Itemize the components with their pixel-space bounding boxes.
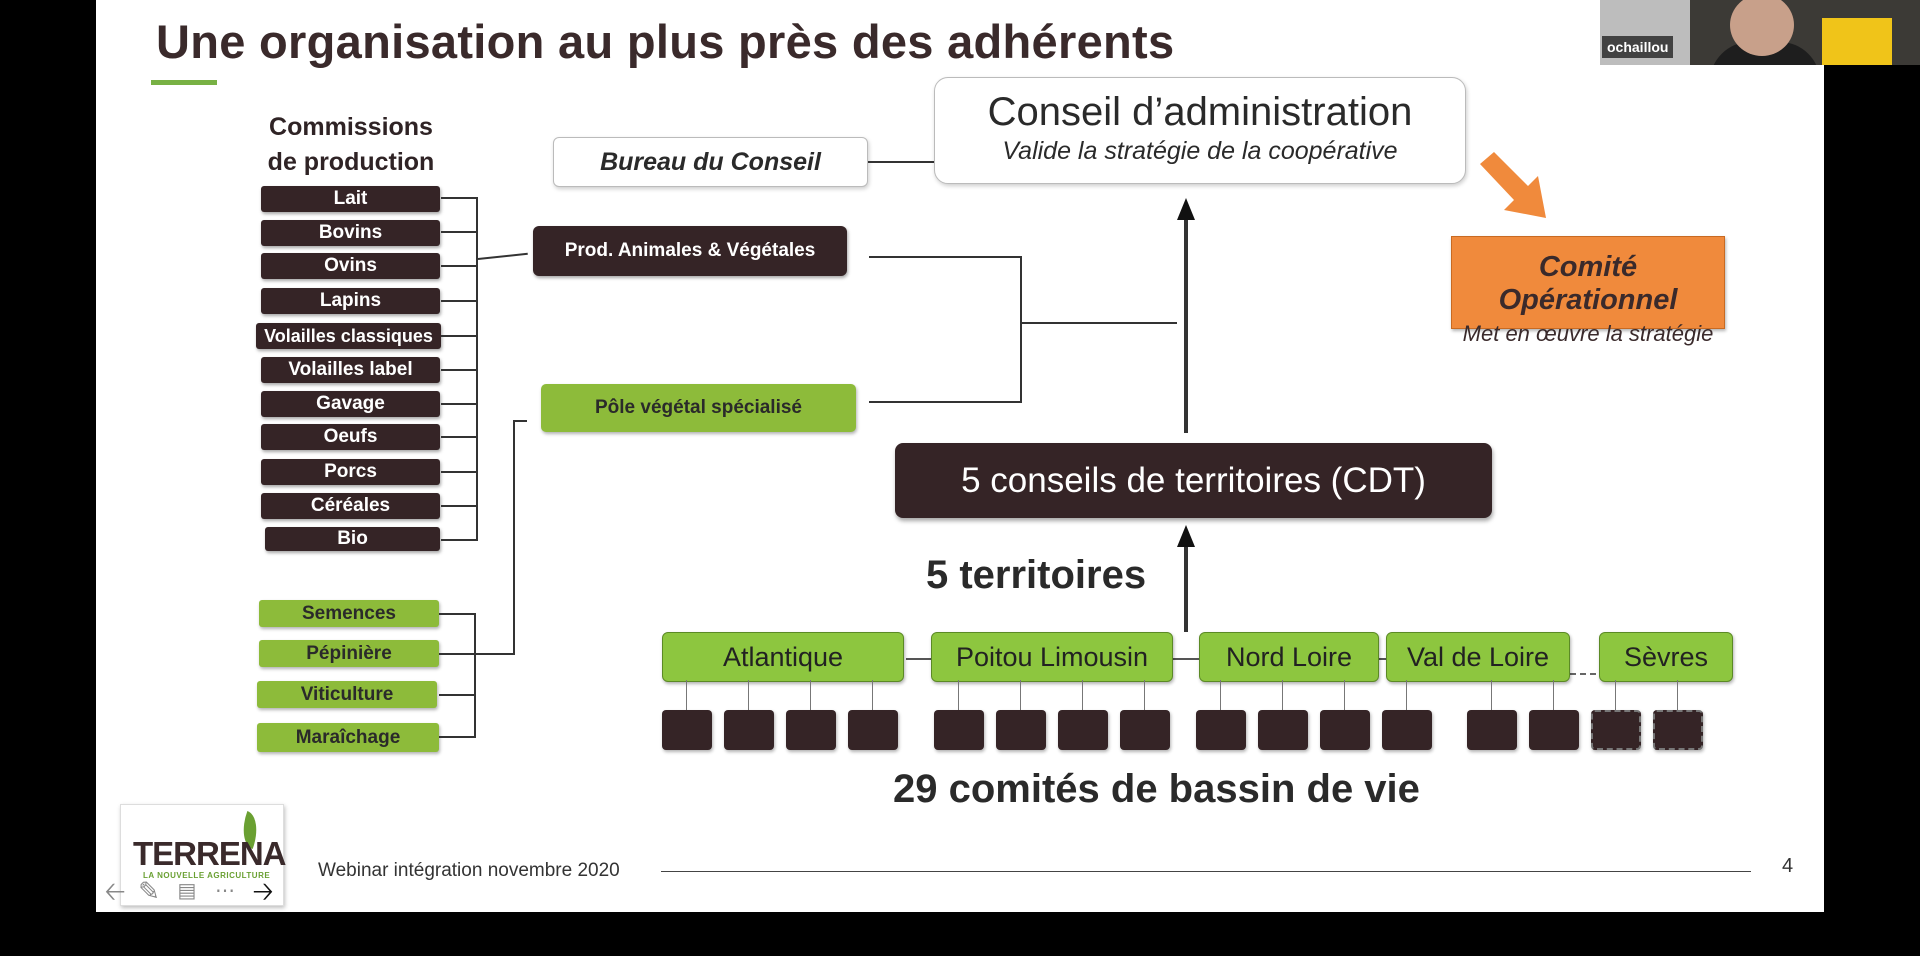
slide-title: Une organisation au plus près des adhére… bbox=[156, 15, 1175, 68]
commissions-heading-line1: Commissions bbox=[269, 113, 433, 141]
bassin-box bbox=[1196, 710, 1246, 750]
conseil-subtitle: Valide la stratégie de la coopérative bbox=[1002, 137, 1398, 165]
bassin-label: 29 comités de bassin de vie bbox=[893, 767, 1420, 811]
webcam-poster bbox=[1822, 18, 1892, 65]
logo-tagline: LA NOUVELLE AGRICULTURE bbox=[143, 871, 271, 880]
commission-pepiniere: Pépinière bbox=[259, 640, 439, 667]
commission-gavage: Gavage bbox=[261, 391, 440, 417]
commission-cereales: Céréales bbox=[261, 493, 440, 519]
presentation-toolbar: 🡠 ✎ ▤ ⋯ 🡢 bbox=[96, 870, 296, 912]
black-margin bbox=[1824, 65, 1920, 956]
bassin-box bbox=[848, 710, 898, 750]
comite-subtitle: Met en œuvre la stratégie bbox=[1462, 321, 1714, 346]
slide: Une organisation au plus près des adhére… bbox=[96, 0, 1824, 912]
commission-bovins: Bovins bbox=[261, 220, 440, 246]
bassin-box bbox=[1258, 710, 1308, 750]
commissions-heading-line2: de production bbox=[267, 148, 435, 176]
commission-ovins: Ovins bbox=[261, 253, 440, 279]
conseil-administration-box: Conseil d’administration Valide la strat… bbox=[934, 77, 1466, 184]
bassin-box-dashed bbox=[1591, 710, 1641, 750]
footer-line bbox=[661, 871, 1751, 872]
bassin-box bbox=[1320, 710, 1370, 750]
commission-lait: Lait bbox=[261, 186, 440, 212]
commission-maraichage: Maraîchage bbox=[257, 723, 439, 752]
webcam-thumbnail[interactable]: ochaillou bbox=[1600, 0, 1920, 65]
title-underline bbox=[151, 80, 217, 85]
territoires-label: 5 territoires bbox=[926, 553, 1147, 597]
commission-lapins: Lapins bbox=[261, 288, 440, 314]
arrow-up-icon bbox=[1177, 525, 1195, 547]
pole-vegetal-box: Pôle végétal spécialisé bbox=[541, 384, 856, 432]
page-number: 4 bbox=[1782, 855, 1794, 877]
pencil-icon[interactable]: ✎ bbox=[138, 876, 160, 906]
territory-nord-loire: Nord Loire bbox=[1199, 632, 1379, 682]
bassin-box bbox=[1120, 710, 1170, 750]
cdt-box: 5 conseils de territoires (CDT) bbox=[895, 443, 1492, 518]
bassin-box bbox=[662, 710, 712, 750]
territory-sevres: Sèvres bbox=[1599, 632, 1733, 682]
participant-name: ochaillou bbox=[1602, 36, 1674, 58]
arrow-right-icon[interactable]: 🡢 bbox=[252, 876, 274, 906]
orange-arrow-icon bbox=[1480, 152, 1546, 218]
commission-bio: Bio bbox=[265, 527, 440, 551]
more-icon[interactable]: ⋯ bbox=[215, 880, 235, 902]
bassin-box bbox=[1058, 710, 1108, 750]
bureau-du-conseil-box: Bureau du Conseil bbox=[553, 137, 868, 187]
territory-val-de-loire: Val de Loire bbox=[1386, 632, 1570, 682]
commission-volailles-label: Volailles label bbox=[261, 357, 440, 383]
terrena-logo: TERRENA LA NOUVELLE AGRICULTURE bbox=[120, 804, 287, 906]
territory-atlantique: Atlantique bbox=[662, 632, 904, 682]
bassin-box bbox=[1382, 710, 1432, 750]
conseil-title: Conseil d’administration bbox=[987, 90, 1413, 134]
comite-operationnel-box: Comité Opérationnel Met en œuvre la stra… bbox=[1451, 236, 1725, 346]
bassin-box bbox=[724, 710, 774, 750]
commission-porcs: Porcs bbox=[261, 459, 440, 485]
comite-title: Comité Opérationnel bbox=[1498, 251, 1678, 316]
subtitles-icon[interactable]: ▤ bbox=[177, 880, 197, 902]
logo-word: TERRENA bbox=[133, 835, 287, 872]
commission-volailles-classiques: Volailles classiques bbox=[256, 323, 441, 349]
prod-animales-vegetales-box: Prod. Animales & Végétales bbox=[533, 226, 847, 276]
footer-text: Webinar intégration novembre 2020 bbox=[318, 860, 620, 881]
bassin-box bbox=[934, 710, 984, 750]
arrow-left-icon[interactable]: 🡠 bbox=[104, 876, 126, 906]
bassin-box-dashed bbox=[1653, 710, 1703, 750]
commission-semences: Semences bbox=[259, 600, 439, 627]
commissions-heading: Commissions de production bbox=[256, 110, 446, 180]
webcam-person-face bbox=[1730, 0, 1794, 56]
bassin-box bbox=[786, 710, 836, 750]
commission-oeufs: Oeufs bbox=[261, 424, 440, 450]
commission-viticulture: Viticulture bbox=[257, 681, 437, 708]
territory-poitou-limousin: Poitou Limousin bbox=[931, 632, 1173, 682]
bassin-box bbox=[996, 710, 1046, 750]
arrow-up-icon bbox=[1177, 198, 1195, 220]
bassin-box bbox=[1467, 710, 1517, 750]
bassin-box bbox=[1529, 710, 1579, 750]
